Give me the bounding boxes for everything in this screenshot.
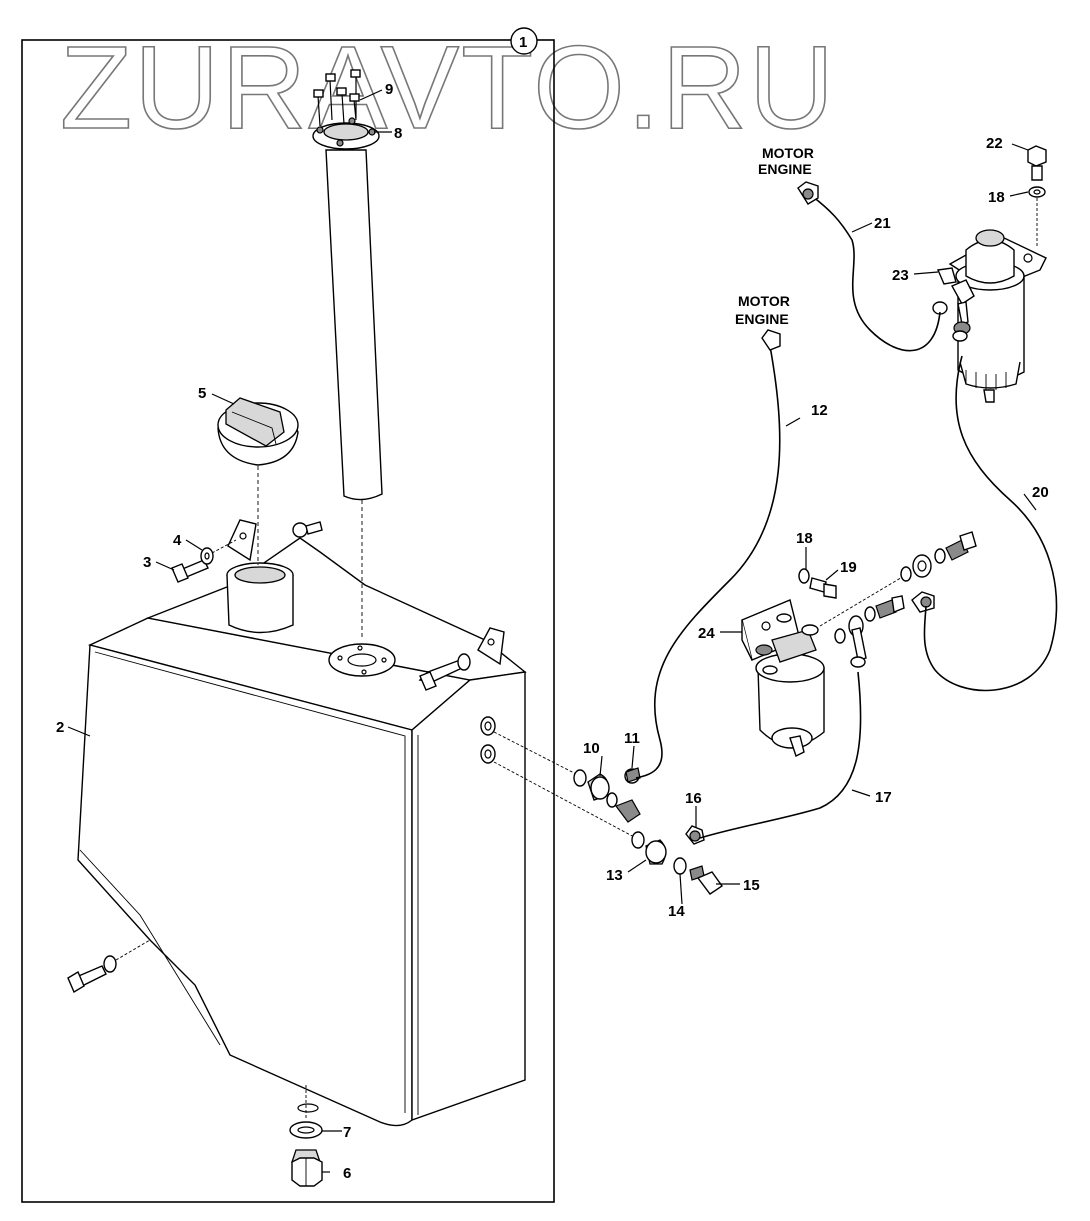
callout-22: 22: [986, 135, 1003, 152]
washer-13a-icon: [631, 831, 645, 849]
callout-15: 15: [743, 877, 760, 894]
hose-17: [699, 671, 862, 839]
prefilter-top-fitting: [900, 531, 977, 582]
callout-24: 24: [698, 625, 715, 642]
callout-16: 16: [685, 790, 702, 807]
washer-18-icon: [798, 568, 810, 584]
callout-5: 5: [198, 385, 206, 402]
hose-20: [923, 355, 1058, 692]
hose-12: [635, 345, 781, 779]
clamp-16-icon: [685, 825, 705, 845]
callout-7: 7: [343, 1124, 351, 1141]
callout-8: 8: [394, 125, 402, 142]
clamp-20-end-icon: [911, 591, 935, 613]
drain-plug-icon: [291, 1149, 323, 1187]
callout-20: 20: [1032, 484, 1049, 501]
note-engine-a-line1: MOTOR: [762, 145, 814, 161]
callout-9: 9: [385, 81, 393, 98]
drain-washer-icon: [289, 1085, 323, 1139]
leader-lines: [67, 89, 1037, 1173]
callout-2: 2: [56, 719, 64, 736]
washer-14-icon: [673, 857, 687, 875]
note-engine-b-line2: ENGINE: [735, 311, 789, 327]
bolt-22-icon: [1027, 145, 1047, 181]
callout-21: 21: [874, 215, 891, 232]
callout-11: 11: [624, 730, 640, 747]
fitting-13-icon: [645, 839, 667, 865]
fitting-10-icon: [587, 773, 641, 823]
note-engine-b-line1: MOTOR: [738, 293, 790, 309]
elbow-23-icon: [932, 267, 975, 342]
washer-18b-icon: [1028, 186, 1046, 246]
tank-lower-bolt: [67, 939, 151, 994]
watermark-text: ZURAVTO.RU: [60, 22, 836, 154]
filler-cap-icon: [217, 397, 299, 565]
tank-bracket-bolt: [418, 653, 471, 691]
callout-13: 13: [606, 867, 623, 884]
svg-text:1: 1: [519, 34, 527, 51]
callout-23: 23: [892, 267, 909, 284]
water-separator-filter-icon: [948, 229, 1047, 403]
engine-fitting-b: [761, 329, 781, 351]
callout-18-upper: 18: [988, 189, 1005, 206]
group-frame: [21, 39, 555, 1203]
sender-screws: [313, 69, 361, 127]
washer-10a-icon: [573, 769, 587, 787]
note-engine-a-line2: ENGINE: [758, 161, 812, 177]
callout-12: 12: [811, 402, 828, 419]
prefilter-side-fitting: [834, 595, 905, 668]
bolt-3-icon: [171, 559, 209, 583]
callout-4: 4: [173, 532, 182, 549]
bolt-19-icon: [809, 577, 837, 599]
callout-3: 3: [143, 554, 151, 571]
bolt-15-icon: [689, 865, 723, 895]
callout-14: 14: [668, 903, 685, 920]
engine-fitting-a: [797, 181, 819, 205]
callout-17: 17: [875, 789, 892, 806]
washer-4-icon: [200, 539, 237, 565]
hose-21: [811, 195, 941, 352]
callout-19: 19: [840, 559, 857, 576]
cap-11-icon: [624, 767, 641, 784]
fuel-pre-filter-icon: [741, 599, 825, 757]
fuel-tank-icon: [77, 519, 527, 1127]
callout-6: 6: [343, 1165, 351, 1182]
callout-10: 10: [583, 740, 600, 757]
group-callout-1: 1: [510, 27, 538, 55]
fuel-level-sender-icon: [312, 117, 383, 640]
callout-18-lower: 18: [796, 530, 813, 547]
